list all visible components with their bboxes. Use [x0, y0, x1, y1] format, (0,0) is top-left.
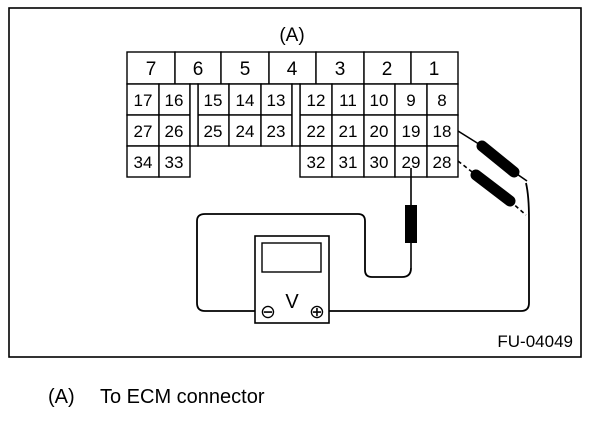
pin-19: 19 [402, 122, 421, 141]
pin-31: 31 [339, 153, 358, 172]
pin-21: 21 [339, 122, 358, 141]
probe-pin-18 [457, 130, 528, 182]
pin-24: 24 [236, 122, 255, 141]
positive-terminal-icon: ⊕ [309, 302, 325, 323]
pin-20: 20 [370, 122, 389, 141]
pin-12: 12 [307, 91, 326, 110]
connector-pin-row-3: 34 33 32 31 30 29 28 [126, 145, 459, 178]
header-number-5: 5 [240, 59, 251, 80]
pin-33: 33 [165, 153, 184, 172]
voltmeter-display [261, 242, 322, 273]
pin-9: 9 [406, 91, 415, 110]
pin-15: 15 [204, 91, 223, 110]
probe-pin-29 [405, 168, 417, 268]
pin-27: 27 [134, 122, 153, 141]
pin-13: 13 [267, 91, 286, 110]
pin-14: 14 [236, 91, 255, 110]
legend-text: To ECM connector [100, 386, 265, 408]
pin-23: 23 [267, 122, 286, 141]
legend-tag: (A) [48, 386, 75, 408]
legend-caption: (A) To ECM connector [48, 386, 265, 409]
connector-gap-dividers [189, 83, 301, 147]
voltmeter-symbol: V [285, 291, 299, 313]
pin-25: 25 [204, 122, 223, 141]
probe-pin-28 [457, 160, 527, 216]
diagram-frame [8, 7, 582, 358]
pin-26: 26 [165, 122, 184, 141]
pin-18: 18 [433, 122, 452, 141]
figure-code: FU-04049 [497, 332, 573, 351]
pin-30: 30 [370, 153, 389, 172]
voltmeter: V ⊖ ⊕ [254, 235, 330, 324]
pin-32: 32 [307, 153, 326, 172]
test-leads [196, 182, 530, 312]
pin-11: 11 [339, 91, 357, 110]
pin-10: 10 [370, 91, 389, 110]
pin-34: 34 [134, 153, 153, 172]
header-number-4: 4 [287, 59, 298, 80]
pin-17: 17 [134, 91, 153, 110]
header-number-1: 1 [429, 59, 440, 80]
header-number-2: 2 [382, 59, 393, 80]
header-number-3: 3 [335, 59, 346, 80]
connector-pin-row-1: 17 16 15 14 13 12 11 10 9 8 [126, 83, 459, 116]
connector-label: (A) [279, 25, 304, 46]
negative-terminal-icon: ⊖ [260, 302, 276, 323]
connector-header-row: 7 6 5 4 3 2 1 [126, 51, 459, 85]
pin-16: 16 [165, 91, 184, 110]
pin-29: 29 [402, 153, 421, 172]
pin-8: 8 [437, 91, 446, 110]
header-number-6: 6 [193, 59, 204, 80]
pin-28: 28 [433, 153, 452, 172]
pin-22: 22 [307, 122, 326, 141]
header-number-7: 7 [146, 59, 157, 80]
